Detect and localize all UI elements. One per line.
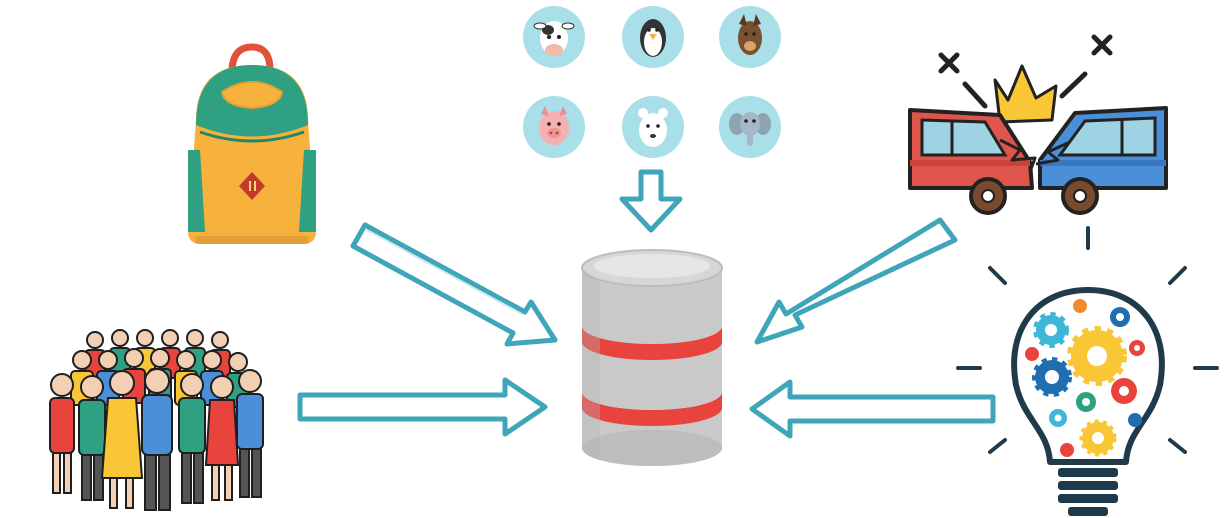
- pig-icon: [523, 96, 585, 158]
- crowd-of-people-icon: [49, 329, 264, 511]
- arrow-ideas-to-database: [749, 379, 996, 439]
- penguin-icon: [622, 6, 684, 68]
- elephant-icon: [719, 96, 781, 158]
- lightbulb-gears-icon: [956, 226, 1219, 516]
- arrow-carcrash-to-database: [754, 217, 958, 345]
- arrow-people-to-database: [297, 377, 548, 437]
- database-icon: [581, 249, 723, 466]
- car-crash-icon: [908, 34, 1168, 215]
- backpack-icon: [188, 43, 316, 244]
- polar-bear-icon: [622, 96, 684, 158]
- arrow-backpack-to-database: [350, 222, 558, 347]
- dog-icon: [719, 6, 781, 68]
- arrow-animals-to-database: [619, 169, 683, 233]
- cow-icon: [523, 6, 585, 68]
- animal-faces-icon: [523, 6, 781, 158]
